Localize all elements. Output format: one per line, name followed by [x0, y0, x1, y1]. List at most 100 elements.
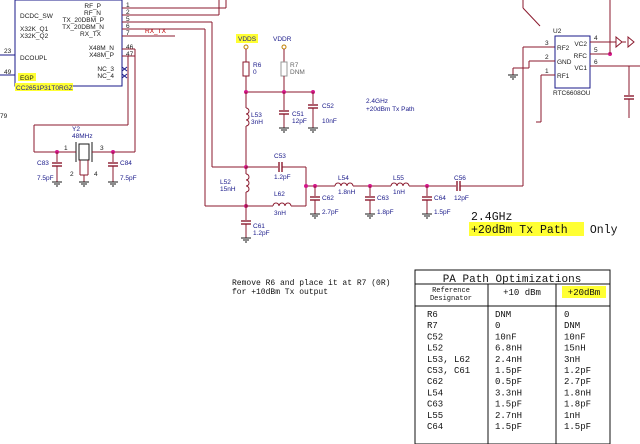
u2-num-1: 1 [545, 68, 549, 75]
l52-ref: L52 [220, 179, 231, 186]
table-cell-ref: C62 [427, 377, 443, 387]
u2-num-3: 3 [545, 40, 549, 47]
table-cell-ref: C64 [427, 422, 443, 432]
u2-pin-gnd: GND [557, 59, 572, 66]
c53-ref: C53 [274, 153, 286, 160]
crystal-wires [33, 48, 136, 153]
table-cell-20dbm: 1.8pF [564, 400, 591, 410]
path-note-freq: 2.4GHz [366, 98, 388, 105]
table-header-10dbm: +10 dBm [503, 288, 541, 298]
c61-ref: C61 [253, 223, 265, 230]
big-label-only: Only [583, 224, 618, 237]
table-cell-10dbm: 10nF [495, 332, 517, 342]
c56-ref: C56 [454, 175, 466, 182]
l55-ref: L55 [393, 175, 404, 182]
c62-value: 2.7pF [322, 209, 339, 216]
mcu-chip: DCDC_SW X32K_Q1 X32K_Q2 23 DCOUPL 49 EGP… [0, 0, 167, 92]
table-cell-20dbm: 1nH [564, 411, 580, 421]
table-header-ref-1: Reference [432, 287, 470, 295]
table-cell-10dbm: 0.5pF [495, 377, 522, 387]
l52-value: 15nH [220, 186, 236, 193]
c56-value: 12pF [454, 195, 469, 202]
pin-num-47: 47 [126, 51, 134, 58]
c64-value: 1.5pF [434, 209, 451, 216]
l62-value: 3nH [274, 210, 286, 217]
cap-c51: C51 12pF [279, 92, 307, 133]
u2-ref: U2 [553, 28, 562, 35]
crystal-pin-3: 3 [100, 145, 104, 152]
big-label-highlight [469, 222, 584, 236]
table-cell-10dbm: 1.5pF [495, 400, 522, 410]
c51-value: 12pF [292, 118, 307, 125]
pin-num-46: 46 [126, 44, 134, 51]
u2-pin-rf2: RF2 [557, 45, 570, 52]
table-cell-ref: R6 [427, 310, 438, 320]
r6-resistor [242, 61, 250, 77]
pin-egp: EGP [20, 75, 34, 82]
u2-pin-rfc: RFC [574, 53, 588, 60]
pin-num-5: 5 [126, 16, 130, 23]
rf-switch-body [554, 35, 591, 89]
pin-rx-tx: RX_TX [80, 31, 102, 38]
crystal-ref: Y2 [72, 126, 80, 133]
table-cell-20dbm: 1.5pF [564, 422, 591, 432]
table-cell-20dbm: 1.2pF [564, 366, 591, 376]
l53-ref: L53 [251, 112, 262, 119]
path-note-path: +20dBm Tx Path [366, 106, 415, 113]
vdds-label: VDDS [238, 36, 257, 43]
table-border [414, 269, 611, 444]
mcu-rf-wires [122, 0, 227, 206]
table-cell-ref: L53, L62 [427, 355, 470, 365]
r6-value: 0 [253, 69, 257, 76]
table-title: PA Path Optimizations [443, 274, 582, 286]
side-number: 79 [0, 113, 8, 120]
pin-nc4: NC_4 [97, 73, 114, 80]
pin-num-49: 49 [4, 69, 12, 76]
r7-value: DNM [290, 69, 305, 76]
table-cell-ref: L54 [427, 388, 443, 398]
c52-ref: C52 [322, 103, 334, 110]
vddr-label: VDDR [273, 36, 292, 43]
r7-ref: R7 [290, 62, 299, 69]
vdds-highlight [236, 34, 258, 43]
header-20dbm-highlight [562, 286, 606, 298]
pin-tx20-p: TX_20DBM_P [62, 17, 104, 24]
c84-value: 7.5pF [120, 175, 137, 182]
u2-pin-vc2: VC2 [574, 41, 587, 48]
pin-dcdc-sw: DCDC_SW [20, 13, 54, 20]
pin-x32k-q2: X32K_Q2 [20, 33, 49, 40]
table-header-ref-2: Designator [430, 295, 472, 303]
u2-part: RTC6608OU [553, 90, 591, 97]
c53-value: 1.2pF [274, 174, 291, 181]
table-cell-10dbm: 6.8nH [495, 344, 522, 354]
pin-x32k-q1: X32K_Q1 [20, 26, 49, 33]
table-cell-10dbm: DNM [495, 310, 511, 320]
l54-value: 1.8nH [338, 189, 356, 196]
table-cell-20dbm: 0 [564, 310, 569, 320]
table-cell-ref: C63 [427, 400, 443, 410]
table-cell-10dbm: 1.5pF [495, 366, 522, 376]
pa-optimization-table: PA Path Optimizations Reference Designat… [414, 269, 611, 444]
pin-num-7: 7 [126, 30, 130, 37]
net-rx-tx: RX_TX [145, 28, 167, 35]
cap-c84: C84 7.5pF [108, 150, 137, 187]
c84-ref: C84 [120, 160, 132, 167]
c83-value: 7.5pF [37, 175, 54, 182]
c83-ref: C83 [37, 160, 49, 167]
table-cell-ref: L52 [427, 344, 443, 354]
pin-num-6: 6 [126, 23, 130, 30]
pin-tx20-n: TX_20DBM_N [62, 24, 104, 31]
table-cell-10dbm: 1.5pF [495, 422, 522, 432]
big-label-path: +20dBm Tx Path [471, 224, 568, 237]
big-path-label: 2.4GHz +20dBm Tx Path Only [469, 211, 618, 237]
pin-rf-p: RF_P [84, 3, 101, 10]
crystal-value: 48MHz [72, 133, 93, 140]
u2-num-2: 2 [545, 54, 549, 61]
matching-network: L52 15nH C53 1.2pF L62 3nH C61 1.2pF C62… [205, 46, 555, 243]
power-section: VDDS VDDR R6 0 R7 DNM [236, 34, 313, 94]
crystal-pin-4: 4 [94, 171, 98, 178]
l62-ref: L62 [274, 191, 285, 198]
pin-x48m-p: X48M_P [89, 52, 114, 59]
